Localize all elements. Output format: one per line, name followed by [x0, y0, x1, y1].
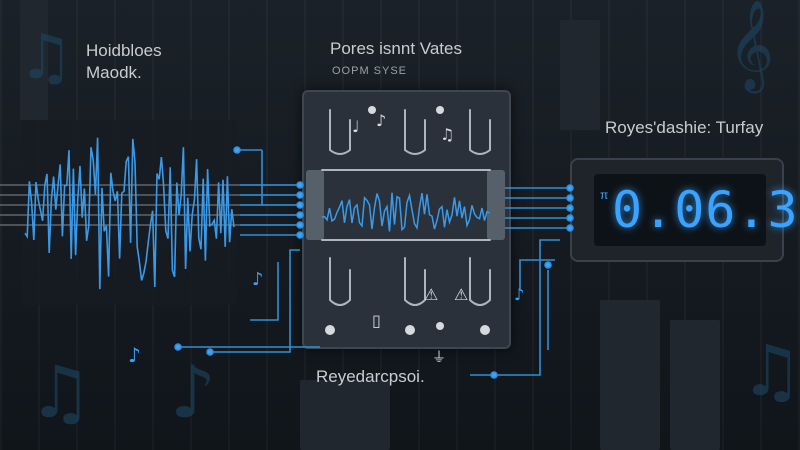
background-book: [300, 380, 390, 450]
processed-waveform: [321, 192, 490, 232]
music-note-icon: ♫: [18, 20, 74, 93]
svg-text:♩: ♩: [352, 117, 360, 136]
background-book: [670, 320, 720, 450]
left-title-line1: Hoidbloes: [86, 41, 162, 60]
display-screen: [594, 174, 766, 246]
music-note-icon: ♪: [128, 343, 141, 367]
svg-text:⚠: ⚠: [454, 285, 468, 304]
output-bus: [505, 184, 574, 232]
center-title: Pores isnnt Vates: [330, 39, 462, 58]
music-note-icon: ♫: [740, 330, 800, 412]
music-note-icon: ♫: [28, 350, 93, 434]
treble-clef-icon: 𝄞: [728, 0, 775, 90]
input-waveform: [24, 137, 235, 290]
module-right-cap: [487, 170, 505, 240]
lower-wires: [174, 249, 320, 356]
module-left-cap: [306, 170, 324, 240]
input-bus: [233, 146, 304, 239]
svg-text:♫: ♫: [440, 125, 454, 144]
processing-module: [302, 90, 511, 349]
display-marker: π: [600, 188, 609, 202]
svg-text:♪: ♪: [376, 111, 386, 130]
music-note-icon: ♪: [252, 269, 264, 290]
music-note-icon: ♪: [170, 350, 216, 434]
background-book: [600, 300, 660, 450]
music-note-icon: ♪: [514, 285, 524, 304]
left-title-line2: Maodk.: [86, 63, 142, 82]
svg-text:▯: ▯: [372, 311, 381, 330]
module-traces: [321, 109, 491, 306]
center-subtitle: OOPM SYSE: [332, 65, 408, 77]
display-readout: 0.06.3: [612, 181, 799, 239]
background-book: [20, 0, 48, 120]
right-title: Royes'dashie: Turfay: [605, 118, 764, 137]
module-components: ♩ ♪ ♫ ⚠ ⚠ ▯: [325, 106, 490, 335]
svg-text:⚠: ⚠: [424, 285, 438, 304]
feedback-wires: [470, 239, 560, 379]
background-book: [560, 20, 600, 130]
ground-icon: ⏚: [432, 350, 446, 366]
bottom-caption: Reyedarcpsoi.: [316, 367, 425, 386]
